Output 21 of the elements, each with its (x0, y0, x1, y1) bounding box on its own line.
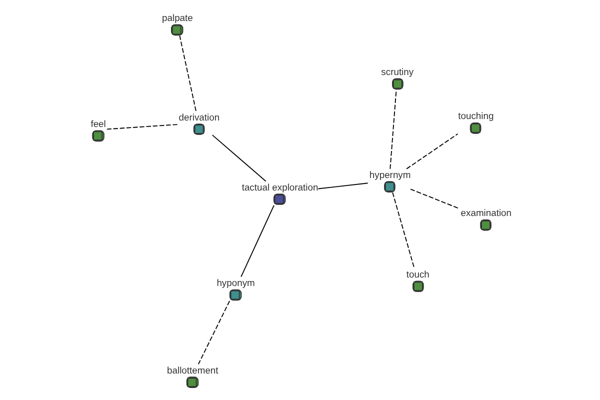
connector (392, 192, 414, 269)
node-label: touch (406, 268, 429, 280)
connector (406, 133, 458, 170)
node-label: derivation (178, 111, 220, 122)
connector (178, 35, 196, 112)
node-label: tactual exploration (241, 181, 318, 192)
node-label: feel (90, 118, 106, 129)
connector (211, 134, 266, 182)
node-label: touching (458, 110, 494, 122)
node-label: hyponym (216, 277, 254, 288)
node-label: hypernym (368, 168, 410, 180)
connector (317, 182, 368, 190)
connector (389, 89, 396, 170)
node-label: scrutiny (380, 66, 414, 78)
connector (197, 300, 230, 365)
connector (106, 124, 178, 130)
node-label: ballottement (166, 364, 218, 376)
node-label: examination (460, 207, 512, 218)
connector (240, 204, 274, 278)
connector (410, 188, 460, 210)
node-label: palpate (162, 12, 192, 23)
